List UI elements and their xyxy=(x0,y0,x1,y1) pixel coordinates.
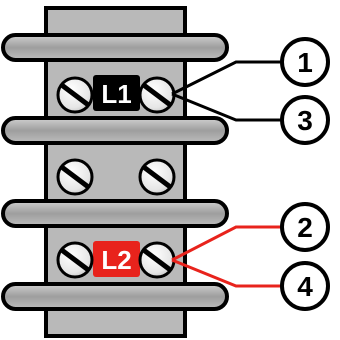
rail xyxy=(1,199,229,228)
screw-icon xyxy=(58,243,92,277)
callouts: 1 3 2 4 xyxy=(280,37,330,311)
callout-label: 4 xyxy=(297,271,313,302)
terminal-row-l1: L1 xyxy=(58,75,174,112)
wires-l1 xyxy=(171,60,282,122)
terminal-row-l2: L2 xyxy=(58,241,174,277)
screw-icon xyxy=(58,78,92,112)
callout-3: 3 xyxy=(280,95,330,145)
wire-to-callout-3 xyxy=(171,92,282,122)
screw-icon xyxy=(140,243,174,277)
l1-label: L1 xyxy=(101,79,131,109)
screw-icon xyxy=(58,160,92,194)
wire-to-callout-2 xyxy=(171,225,282,262)
wires-l2 xyxy=(171,225,282,288)
l2-label: L2 xyxy=(101,245,131,275)
screw-icon xyxy=(140,78,174,112)
mounting-rails xyxy=(1,33,229,311)
callout-4: 4 xyxy=(280,261,330,311)
wire-to-callout-4 xyxy=(171,258,282,288)
l1-badge xyxy=(93,75,140,111)
callout-1: 1 xyxy=(280,37,330,87)
rail xyxy=(1,116,229,145)
rail xyxy=(1,33,229,62)
callout-label: 2 xyxy=(297,212,313,243)
wire-to-callout-1 xyxy=(171,60,282,96)
rail xyxy=(1,282,229,311)
callout-label: 3 xyxy=(297,105,313,136)
screw-icon xyxy=(140,160,174,194)
callout-2: 2 xyxy=(280,202,330,252)
callout-label: 1 xyxy=(297,47,313,78)
l2-badge xyxy=(93,241,140,277)
